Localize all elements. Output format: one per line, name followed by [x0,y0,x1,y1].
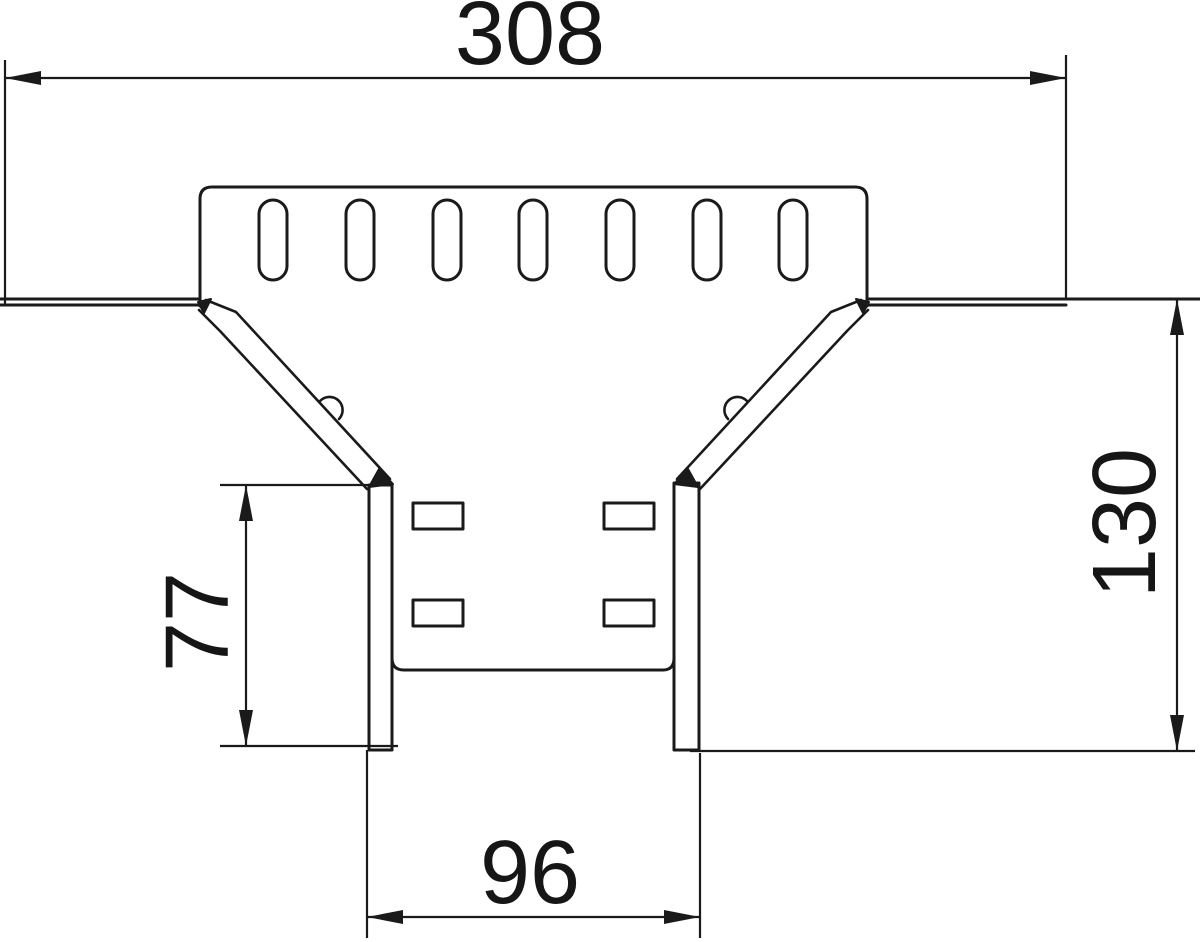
slot-2 [344,198,376,282]
slot-4 [517,198,549,282]
dim-label-overall-height: 130 [1075,448,1175,598]
branch-wall-left [367,483,394,752]
slot-3 [431,198,463,282]
diagonal-rail-right [673,298,870,491]
arrowhead-up [1170,299,1184,335]
arrowhead-down [239,710,253,746]
diagonal-rail-left [197,298,394,491]
slot-6 [691,198,723,282]
slot-5 [604,198,636,282]
branch-hole-bottom-right [602,598,656,628]
branch-holes [411,501,656,628]
connector-plate-outline [198,185,869,308]
rivet-boss-right [723,395,749,421]
dimension-flange-height: 77 [148,483,398,748]
arrowhead-down [1170,715,1184,751]
dimension-overall-height: 130 [690,299,1195,753]
slot-1 [257,198,289,282]
tray-edge-right [865,297,1200,307]
branch-hole-bottom-left [411,598,465,628]
dim-label-total-width: 308 [455,0,605,84]
rail-left-top-joint [197,298,212,314]
rail-right-top-joint [855,298,870,314]
dim-label-branch-width: 96 [480,823,580,923]
dimension-branch-width: 96 [365,750,702,938]
diagonal-rail-left-lower-edge [197,308,369,491]
arrowhead-up [239,485,253,521]
dim-label-flange-height: 77 [148,572,248,672]
branch-wall-right [672,481,701,752]
tray-edge-left [0,297,202,307]
arrowhead-left [5,71,41,85]
branch-floor [390,656,676,672]
arrowhead-right [664,910,700,924]
rivet-boss-left [318,395,344,421]
arrowhead-right [1030,71,1066,85]
diagonal-rail-right-lower-edge [698,308,870,491]
branch-hole-top-right [602,501,656,531]
arrowhead-left [367,910,403,924]
branch-hole-top-left [411,501,465,531]
slot-7 [777,198,809,282]
connector-plate-slots [257,198,809,282]
diagonal-rail-right-upper-edge [675,298,863,481]
diagonal-rail-left-upper-edge [204,298,392,481]
dimension-total-width: 308 [3,0,1068,305]
